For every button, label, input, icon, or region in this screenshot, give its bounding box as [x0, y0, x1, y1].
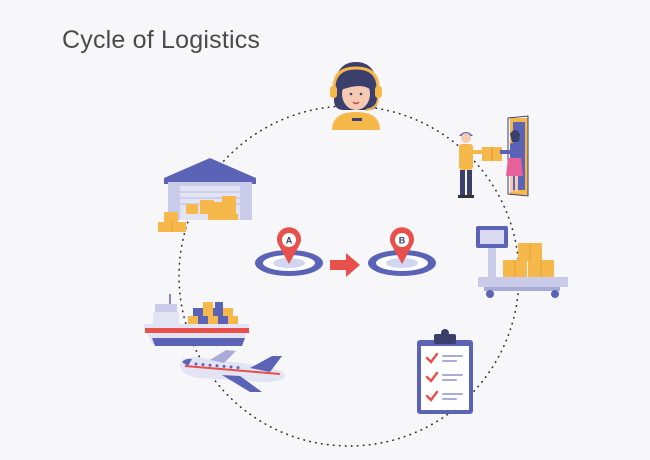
weighing-scale-icon [476, 226, 568, 298]
cargo-ship-icon [143, 294, 250, 346]
airplane-icon [179, 350, 286, 392]
arrow-right-icon [330, 253, 360, 277]
courier-delivery-icon [458, 115, 529, 198]
warehouse-icon [158, 158, 256, 232]
page-title: Cycle of Logistics [62, 26, 261, 54]
headset-agent-icon [330, 62, 382, 130]
marker-b-label: B [399, 236, 406, 246]
marker-a-label: A [286, 236, 293, 246]
location-pin-a: A [255, 227, 323, 276]
clipboard-checklist-icon [417, 329, 473, 414]
location-pin-b: B [368, 227, 436, 276]
route-diagram: A B [255, 227, 436, 277]
